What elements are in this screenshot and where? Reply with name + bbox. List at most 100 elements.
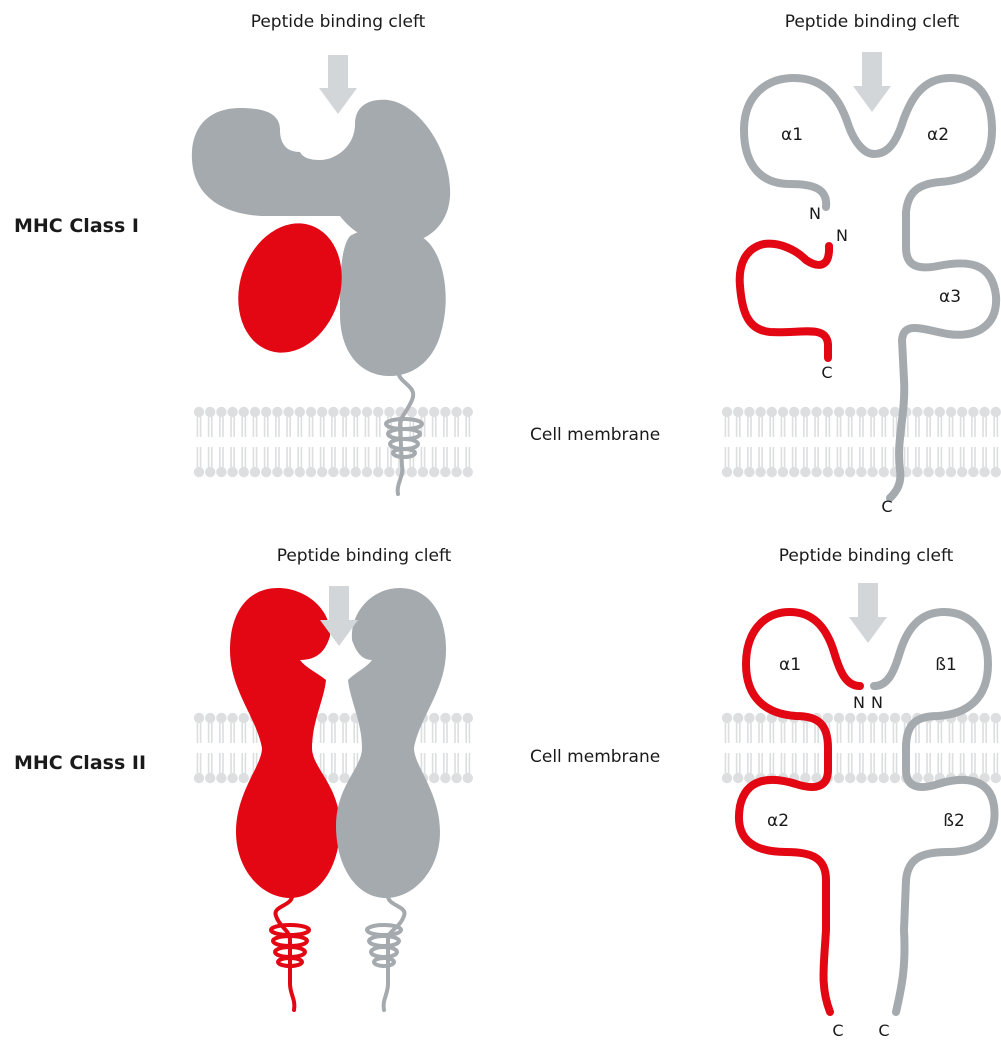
- alpha3-domain: [340, 228, 446, 377]
- lipid: [194, 407, 204, 477]
- lipid: [912, 407, 922, 477]
- class2-beta2-label: ß2: [943, 811, 965, 831]
- lipid: [946, 713, 956, 783]
- beta2-microglobulin-domain: [222, 210, 358, 366]
- down-arrow-icon: [849, 583, 887, 643]
- lipid: [744, 407, 754, 477]
- class2-cleft-label-left: Peptide binding cleft: [277, 546, 452, 566]
- lipid: [733, 713, 743, 783]
- lipid: [227, 713, 237, 783]
- lipid: [789, 713, 799, 783]
- lipid: [823, 407, 833, 477]
- class2-n-gray-label: N: [871, 693, 883, 712]
- class2-cleft-label-right: Peptide binding cleft: [779, 546, 954, 566]
- lipid: [923, 713, 933, 783]
- lipid: [205, 713, 215, 783]
- class1-alpha1-label: α1: [781, 125, 803, 145]
- lipid: [733, 407, 743, 477]
- class2-membrane-left: [194, 713, 473, 783]
- lipid: [216, 407, 226, 477]
- lipid: [306, 407, 316, 477]
- lipid: [867, 713, 877, 783]
- lipid: [867, 407, 877, 477]
- lipid: [778, 713, 788, 783]
- lipid: [351, 407, 361, 477]
- class1-membrane-right: [722, 407, 1001, 477]
- class1-title: MHC Class I: [14, 215, 139, 237]
- lipid: [979, 713, 989, 783]
- lipid: [935, 407, 945, 477]
- lipid: [755, 713, 765, 783]
- lipid: [373, 407, 383, 477]
- class2-c-gray-label: C: [878, 1021, 889, 1040]
- down-arrow-icon: [319, 55, 357, 114]
- class1-light-chain: [740, 244, 829, 358]
- lipid: [800, 407, 810, 477]
- class2-alpha-helix: [271, 925, 309, 966]
- lipid: [463, 407, 473, 477]
- lipid: [328, 713, 338, 783]
- lipid: [440, 407, 450, 477]
- class1-cleft-label-right: Peptide binding cleft: [785, 12, 960, 32]
- class1-n-gray-label: N: [809, 204, 821, 223]
- lipid: [429, 407, 439, 477]
- lipid: [250, 407, 260, 477]
- lipid: [834, 713, 844, 783]
- lipid: [935, 713, 945, 783]
- class2-beta1-label: ß1: [935, 655, 957, 675]
- lipid: [800, 713, 810, 783]
- lipid: [744, 713, 754, 783]
- class1-alpha2-label: α2: [927, 125, 949, 145]
- lipid: [451, 713, 461, 783]
- lipid: [239, 713, 249, 783]
- lipid: [194, 713, 204, 783]
- lipid: [362, 407, 372, 477]
- lipid: [463, 713, 473, 783]
- class2-beta-helix: [367, 925, 401, 966]
- lipid: [216, 713, 226, 783]
- class2-blob-model: [230, 588, 446, 1010]
- lipid: [923, 407, 933, 477]
- lipid: [856, 407, 866, 477]
- lipid: [722, 407, 732, 477]
- class2-membrane-right: [722, 713, 1001, 783]
- lipid: [845, 713, 855, 783]
- lipid: [991, 407, 1001, 477]
- lipid: [767, 713, 777, 783]
- down-arrow-icon: [853, 52, 891, 112]
- lipid: [205, 407, 215, 477]
- lipid: [946, 407, 956, 477]
- lipid: [957, 407, 967, 477]
- class1-c-red-label: C: [821, 363, 832, 382]
- lipid: [789, 407, 799, 477]
- class2-beta-blob: [336, 588, 446, 898]
- class1-alpha3-label: α3: [939, 287, 961, 307]
- lipid: [451, 407, 461, 477]
- class2-c-red-label: C: [832, 1021, 843, 1040]
- lipid: [339, 713, 349, 783]
- lipid: [879, 407, 889, 477]
- class2-title: MHC Class II: [14, 752, 146, 774]
- lipid: [317, 407, 327, 477]
- lipid: [957, 713, 967, 783]
- lipid: [239, 407, 249, 477]
- lipid: [856, 713, 866, 783]
- class2-alpha2-label: α2: [767, 811, 789, 831]
- lipid: [968, 407, 978, 477]
- class1-n-red-label: N: [836, 226, 848, 245]
- lipid: [755, 407, 765, 477]
- lipid: [328, 407, 338, 477]
- lipid: [429, 713, 439, 783]
- class1-membrane-label: Cell membrane: [530, 425, 660, 445]
- class2-n-red-label: N: [853, 693, 865, 712]
- class1-cleft-label-left: Peptide binding cleft: [251, 12, 426, 32]
- lipid: [440, 713, 450, 783]
- lipid: [261, 407, 271, 477]
- class1-membrane-left: [194, 407, 473, 477]
- lipid: [778, 407, 788, 477]
- lipid: [845, 407, 855, 477]
- lipid: [979, 407, 989, 477]
- lipid: [834, 407, 844, 477]
- lipid: [272, 407, 282, 477]
